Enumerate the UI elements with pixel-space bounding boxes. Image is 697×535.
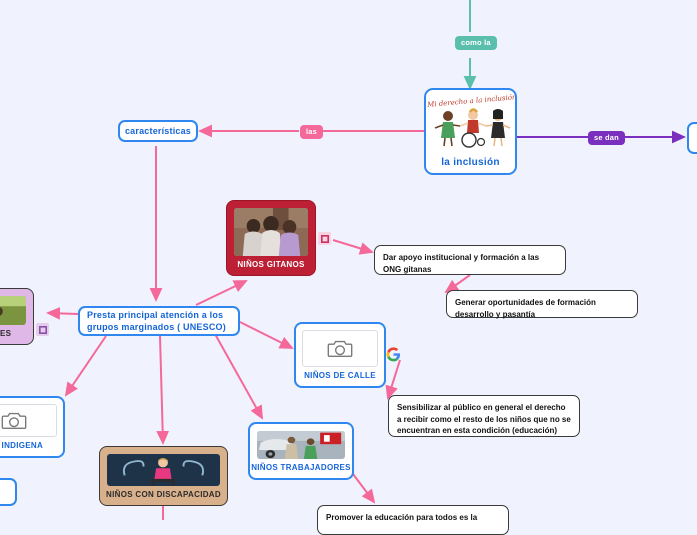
google-g-glyph xyxy=(386,347,401,362)
node-bottom-left-offscreen[interactable] xyxy=(0,478,17,506)
ninos-con-discapacidad-photo xyxy=(107,454,220,486)
node-caracteristicas[interactable]: características xyxy=(118,120,198,142)
node-unesco[interactable]: Presta principal atención a los grupos m… xyxy=(78,306,240,336)
connector-label-como-la[interactable]: como la xyxy=(455,36,497,50)
ninos-trabajadores-photo xyxy=(257,431,345,459)
node-ninos-trabajadores[interactable]: NIÑOS TRABAJADORES xyxy=(248,422,354,480)
camera-placeholder-icon xyxy=(0,404,57,437)
textbox-apoyo-ong-text: Dar apoyo institucional y formación a la… xyxy=(383,253,540,274)
textbox-oportunidades-text: Generar oportunidades de formación desar… xyxy=(455,298,596,319)
ninos-gitanos-label: NIÑOS GITANOS xyxy=(237,260,305,269)
textbox-apoyo-ong[interactable]: Dar apoyo institucional y formación a la… xyxy=(374,245,566,275)
node-poblacion-indigena[interactable]: ION INDIGENA xyxy=(0,396,65,458)
ninos-gitanos-photo xyxy=(234,208,308,256)
node-ninos-con-discapacidad[interactable]: NIÑOS CON DISCAPACIDAD xyxy=(99,446,228,506)
textbox-promover-text: Promover la educación para todos es la xyxy=(326,513,478,522)
node-ninos-de-calle[interactable]: NIÑOS DE CALLE xyxy=(294,322,386,388)
ninos-con-discapacidad-label: NIÑOS CON DISCAPACIDAD xyxy=(106,490,221,499)
image-badge-glyph xyxy=(38,325,47,334)
ninos-de-calle-label: NIÑOS DE CALLE xyxy=(304,371,376,380)
node-unesco-label: Presta principal atención a los grupos m… xyxy=(87,309,226,332)
textbox-oportunidades[interactable]: Generar oportunidades de formación desar… xyxy=(446,290,638,319)
central-node-label: la inclusión xyxy=(441,157,500,168)
ninos-trabajadores-label: NIÑOS TRABAJADORES xyxy=(251,463,351,472)
zonas-rurales-photo xyxy=(0,296,26,325)
connector-label-se-dan[interactable]: se dan xyxy=(588,131,625,145)
image-badge-glyph xyxy=(320,234,329,243)
image-badge-icon[interactable] xyxy=(318,232,331,245)
node-right-offscreen[interactable] xyxy=(687,122,697,154)
textbox-sensibilizar-text: Sensibilizar al público en general el de… xyxy=(397,403,571,436)
connector-label-las[interactable]: las xyxy=(300,125,324,139)
camera-placeholder-icon xyxy=(302,330,378,367)
node-zonas-rurales[interactable]: RALES xyxy=(0,288,34,345)
camera-icon-glyph xyxy=(327,340,353,357)
image-badge-icon[interactable] xyxy=(36,323,49,336)
node-ninos-gitanos[interactable]: NIÑOS GITANOS xyxy=(226,200,316,276)
google-g-icon[interactable] xyxy=(386,347,401,365)
camera-icon-glyph xyxy=(1,412,26,429)
central-node-illustration: Mi derecho a la inclusión xyxy=(426,90,515,157)
textbox-promover[interactable]: Promover la educación para todos es la xyxy=(317,505,509,535)
zonas-rurales-label: RALES xyxy=(0,329,12,338)
poblacion-indigena-label: ION INDIGENA xyxy=(0,441,44,450)
svg-text:Mi derecho a la inclusión: Mi derecho a la inclusión xyxy=(426,93,517,109)
node-caracteristicas-label: características xyxy=(124,125,192,136)
central-node-inclusion[interactable]: Mi derecho a la inclusión xyxy=(424,88,517,175)
textbox-sensibilizar[interactable]: Sensibilizar al público en general el de… xyxy=(388,395,580,437)
